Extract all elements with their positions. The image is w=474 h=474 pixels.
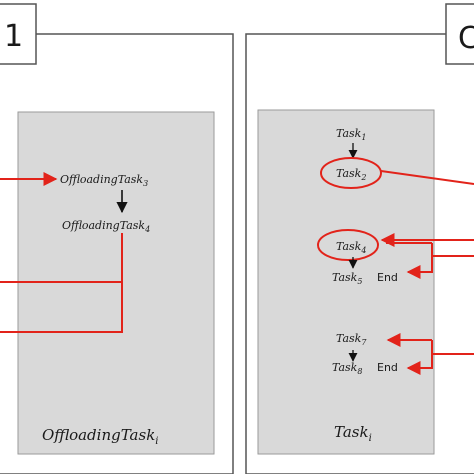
left-panel-footer: OffloadingTaski xyxy=(42,426,159,447)
task-8-label: Task8 xyxy=(332,361,362,376)
left-panel-header-box xyxy=(0,3,37,65)
task-5-end: End xyxy=(377,271,398,284)
right-inner-box xyxy=(257,109,435,455)
red-connector-task-4 xyxy=(0,233,123,333)
right-panel-footer: Taski xyxy=(334,423,372,444)
task-4-label: Task4 xyxy=(336,240,366,255)
right-panel-header: C xyxy=(458,21,474,56)
task-5-label: Task5 xyxy=(332,271,362,286)
task-2-highlight xyxy=(320,157,382,189)
red-arrow-to-task-5 xyxy=(406,243,433,279)
right-panel: C Task1 Task2 Task4 Task5 End Task7 Task… xyxy=(245,3,474,474)
task-7-label: Task7 xyxy=(336,332,367,347)
offloading-task-4-label: OffloadingTask4 xyxy=(62,219,150,234)
red-arrow-to-task-8 xyxy=(406,340,433,375)
task-4-highlight xyxy=(317,229,379,261)
left-panel-header: 1 xyxy=(4,19,23,54)
task-2-label: Task2 xyxy=(336,167,366,182)
red-line-from-task-2 xyxy=(380,170,474,185)
task-1-label: Task1 xyxy=(336,127,366,142)
left-panel: 1 OffloadingTask3 OffloadingTask4 Offloa… xyxy=(0,3,234,474)
offloading-task-3-label: OffloadingTask3 xyxy=(60,173,148,188)
right-panel-header-box xyxy=(445,3,474,65)
task-8-end: End xyxy=(377,361,398,374)
